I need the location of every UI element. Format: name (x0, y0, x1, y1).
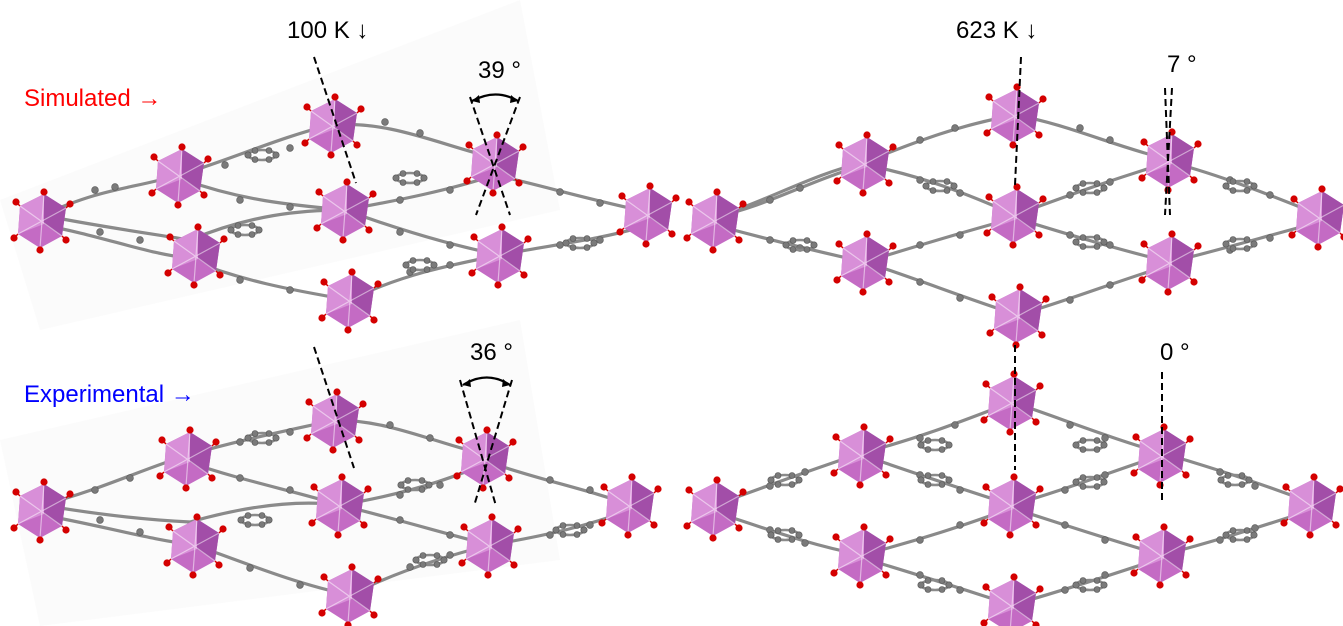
dashed-axis-sim-100k-left (313, 56, 357, 184)
label-angle-exp-100k: 36 ° (470, 339, 513, 366)
label-temperature-623k: 623 K ↓ (956, 17, 1037, 44)
label-angle-exp-623k: 0 ° (1160, 339, 1190, 366)
structure-experimental-100k (9, 387, 663, 626)
label-experimental: Experimental → (24, 381, 195, 408)
dashed-axis-sim-623k-a (1164, 87, 1171, 216)
structure-simulated-623k (682, 82, 1343, 350)
label-simulated: Simulated → (24, 85, 161, 112)
label-temperature-100k: 100 K ↓ (287, 17, 368, 44)
panel-background-exp-100k (0, 320, 560, 626)
label-angle-sim-100k: 39 ° (478, 57, 521, 84)
structure-experimental-623k (682, 369, 1343, 626)
dashed-axis-sim-100k-a (469, 96, 511, 216)
dashed-axis-sim-100k-b (475, 96, 521, 216)
dashed-axis-sim-623k-b (1164, 87, 1173, 216)
annotations (313, 56, 1173, 507)
label-angle-sim-623k: 7 ° (1167, 51, 1197, 78)
structure-simulated-100k (9, 92, 681, 335)
